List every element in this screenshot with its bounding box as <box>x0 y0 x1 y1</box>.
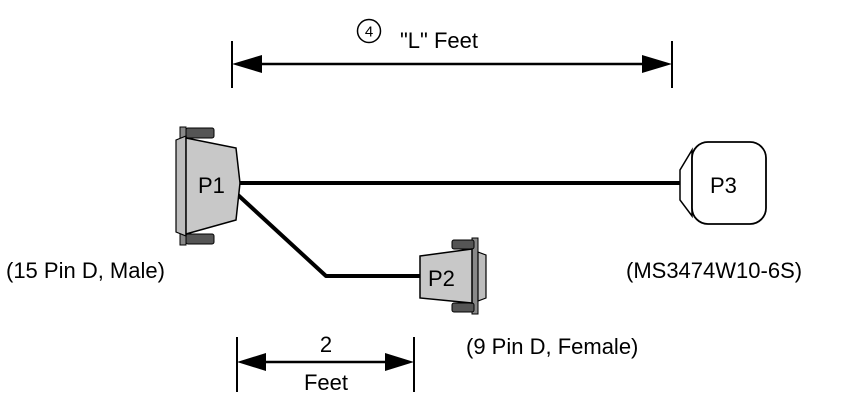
p3-body <box>691 141 767 225</box>
p3-label: P3 <box>710 173 737 198</box>
branch-length-dimension: 2 Feet <box>236 332 415 395</box>
p1-top-jackscrew <box>185 127 215 139</box>
length-label: "L" Feet <box>400 28 478 53</box>
p1-backshell <box>185 137 241 235</box>
length-dimension: 4 "L" Feet <box>231 18 673 88</box>
p2-top-jackscrew <box>451 239 475 250</box>
p1-plug-face <box>175 135 187 237</box>
branch-length-unit: Feet <box>304 370 348 395</box>
callout-number: 4 <box>365 24 373 41</box>
branch-dimension-left-arrow <box>237 353 266 371</box>
p3-description: (MS3474W10-6S) <box>626 258 802 283</box>
p2-connector: P2 <box>419 237 487 315</box>
p3-connector: P3 <box>679 141 767 225</box>
p2-description: (9 Pin D, Female) <box>466 334 638 359</box>
branch-length-value: 2 <box>320 332 332 357</box>
p2-bottom-jackscrew <box>451 302 475 313</box>
p1-label: P1 <box>198 173 225 198</box>
p1-description: (15 Pin D, Male) <box>6 258 165 283</box>
branch-dimension-right-arrow <box>385 353 414 371</box>
dimension-left-arrow <box>232 55 262 73</box>
p2-backshell <box>419 248 473 304</box>
branch-cable <box>236 193 422 278</box>
p2-plug-face <box>477 251 487 302</box>
p3-strain-relief <box>679 147 693 219</box>
callout-circle <box>356 18 382 44</box>
p1-connector: P1 <box>175 126 241 246</box>
p1-bottom-jackscrew <box>185 233 215 245</box>
cables <box>236 181 680 278</box>
p2-label: P2 <box>428 266 455 291</box>
dimension-right-arrow <box>642 55 672 73</box>
